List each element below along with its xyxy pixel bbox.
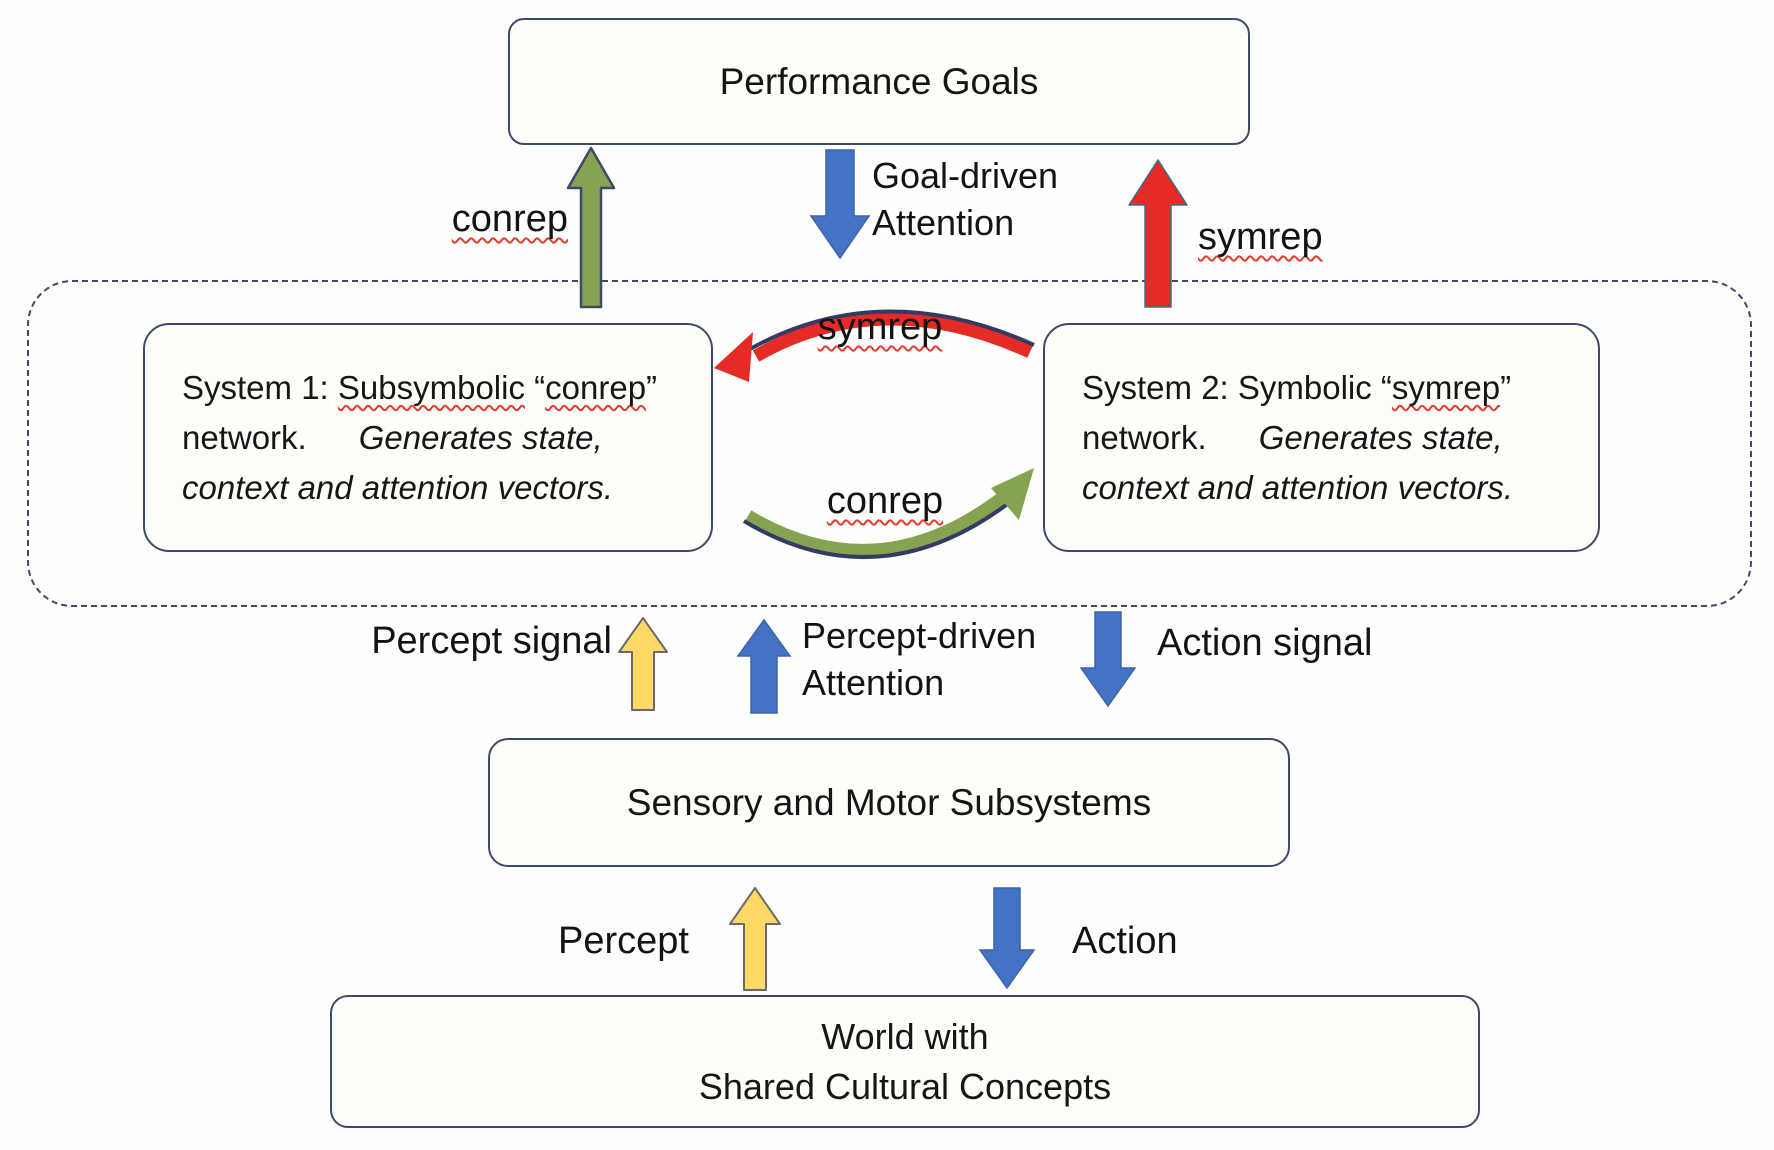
world-label-line1: World with (821, 1015, 989, 1057)
world-box: World with Shared Cultural Concepts (330, 995, 1480, 1128)
system2-box: System 2: Symbolic “symrep” network. Gene… (1043, 323, 1600, 552)
system2-prefix: System 2: Symbolic (1082, 368, 1381, 406)
system1-text-line2: network. Generates state, (182, 413, 711, 463)
goal-driven-line1: Goal-driven (872, 155, 1059, 196)
system2-text-line1: System 2: Symbolic “symrep” (1082, 363, 1598, 413)
percept-driven-line1: Percept-driven (802, 615, 1037, 656)
goal-driven-attention-label: Goal-driven Attention (872, 152, 1058, 246)
system1-box: System 1: Subsymbolic “conrep” network. G… (143, 323, 713, 552)
performance-goals-label: Performance Goals (719, 60, 1039, 102)
system1-text-line3: context and attention vectors. (182, 468, 614, 506)
system1-subsymbolic: Subsymbolic (337, 368, 525, 406)
action-signal-label: Action signal (1157, 622, 1373, 664)
percept-signal-label: Percept signal (371, 620, 612, 662)
dual-system-dashed-container (27, 280, 1752, 607)
percept-signal-up-arrow (618, 617, 668, 711)
goal-driven-line2: Attention (872, 202, 1015, 243)
system2-generates: Generates state, (1258, 418, 1503, 456)
goal-driven-attention-down-arrow (809, 149, 871, 260)
system1-prefix: System 1: (182, 368, 338, 406)
system1-quote-close: ” (646, 368, 658, 406)
system2-network: network. (1082, 418, 1207, 456)
percept-up-arrow (729, 887, 781, 991)
system1-conrep-term: conrep (545, 368, 647, 406)
conrep-loop-label: conrep (826, 480, 944, 522)
system1-quote-open: “ (524, 368, 546, 406)
system2-symrep-term: symrep (1391, 368, 1501, 406)
conrep-up-arrow-label: conrep (451, 198, 568, 240)
system1-text-line1: System 1: Subsymbolic “conrep” (182, 363, 711, 413)
system1-network: network. (182, 418, 307, 456)
percept-driven-attention-label: Percept-driven Attention (802, 612, 1036, 706)
percept-driven-attention-up-arrow (736, 618, 792, 714)
system2-quote-close: ” (1500, 368, 1512, 406)
performance-goals-box: Performance Goals (508, 18, 1250, 145)
percept-label: Percept (558, 920, 689, 962)
system2-text-line3: context and attention vectors. (1082, 468, 1514, 506)
sensory-motor-box: Sensory and Motor Subsystems (488, 738, 1290, 867)
sensory-motor-label: Sensory and Motor Subsystems (626, 781, 1152, 823)
system2-text-line2: network. Generates state, (1082, 413, 1598, 463)
symrep-up-arrow-label: symrep (1198, 216, 1323, 258)
system1-generates: Generates state, (358, 418, 603, 456)
percept-driven-line2: Attention (802, 662, 945, 703)
world-label-line2: Shared Cultural Concepts (698, 1065, 1112, 1107)
action-label: Action (1072, 920, 1178, 962)
symrep-loop-label: symrep (817, 306, 943, 348)
action-down-arrow (978, 887, 1036, 990)
action-signal-down-arrow (1079, 611, 1137, 708)
system2-quote-open: “ (1380, 368, 1392, 406)
